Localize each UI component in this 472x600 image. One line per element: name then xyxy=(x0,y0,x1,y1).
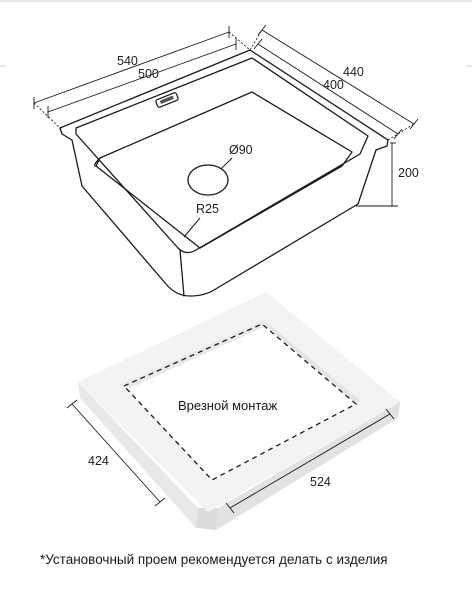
rim-right-corner xyxy=(375,139,389,151)
dim-500-line xyxy=(47,43,237,113)
drain-diameter-label: Ø90 xyxy=(229,143,253,157)
dim-524-tick-left xyxy=(225,502,235,514)
dim-524-line xyxy=(229,413,391,509)
dim-424-tick-top xyxy=(66,399,78,409)
drain-hole-icon xyxy=(187,164,229,196)
dim-440-line xyxy=(261,29,415,125)
dim-440-tick-bottom xyxy=(409,118,419,130)
slab-top-face xyxy=(78,292,400,512)
depth-outer-label: 440 xyxy=(343,65,364,79)
slab-right-face xyxy=(216,402,400,530)
drain-leader-line xyxy=(220,157,233,170)
slab-front-face xyxy=(78,382,198,528)
cutout-dashed-outline xyxy=(122,323,358,481)
installation-footnote: *Установочный проем рекомендуется делать… xyxy=(40,552,388,567)
rim-outer-top xyxy=(59,49,389,141)
dim-400-tick-bottom xyxy=(393,128,403,140)
cutout-depth-dimension xyxy=(66,399,166,507)
sink-outline xyxy=(59,49,389,297)
dim-400-line xyxy=(257,43,399,135)
bowl-corner-radius xyxy=(94,157,101,167)
height-label: 200 xyxy=(398,166,419,180)
dim-400-tick-top xyxy=(253,38,263,50)
cutout-depth-label: 424 xyxy=(88,454,109,468)
cutout-label: Врезной монтаж xyxy=(178,398,277,413)
hole-right-wall xyxy=(264,320,362,402)
body-right-wall xyxy=(189,149,377,297)
overflow-slot-icon xyxy=(155,92,179,108)
dim-424-tick-bottom xyxy=(154,497,166,507)
dim-540-ext-right xyxy=(228,31,251,51)
rim-left-corner xyxy=(59,127,73,141)
dim-540-ext-left xyxy=(33,102,61,129)
width-inner-label: 500 xyxy=(138,67,159,81)
slab-corner-face xyxy=(196,508,218,530)
dim-424-line xyxy=(71,403,161,503)
radius-label: R25 xyxy=(196,202,219,216)
radius-leader-line xyxy=(183,217,201,238)
cutout-width-label: 524 xyxy=(310,475,331,489)
bowl-inner-rim xyxy=(75,57,369,254)
width-outer-label: 540 xyxy=(117,54,138,68)
body-left-wall xyxy=(71,139,191,297)
width-dimension-lines xyxy=(33,26,251,129)
bowl-inner-floor xyxy=(95,91,353,249)
cutout-width-dimension xyxy=(225,408,395,514)
height-dimension-lines xyxy=(356,142,398,207)
dim-540-line xyxy=(33,31,230,104)
dim-440-tick-top xyxy=(257,24,267,36)
dim-440-ext-bottom xyxy=(387,123,415,141)
body-front-edge xyxy=(179,249,185,297)
depth-dimension-lines xyxy=(249,24,419,141)
dim-524-tick-right xyxy=(385,408,395,420)
depth-inner-label: 400 xyxy=(323,78,344,92)
